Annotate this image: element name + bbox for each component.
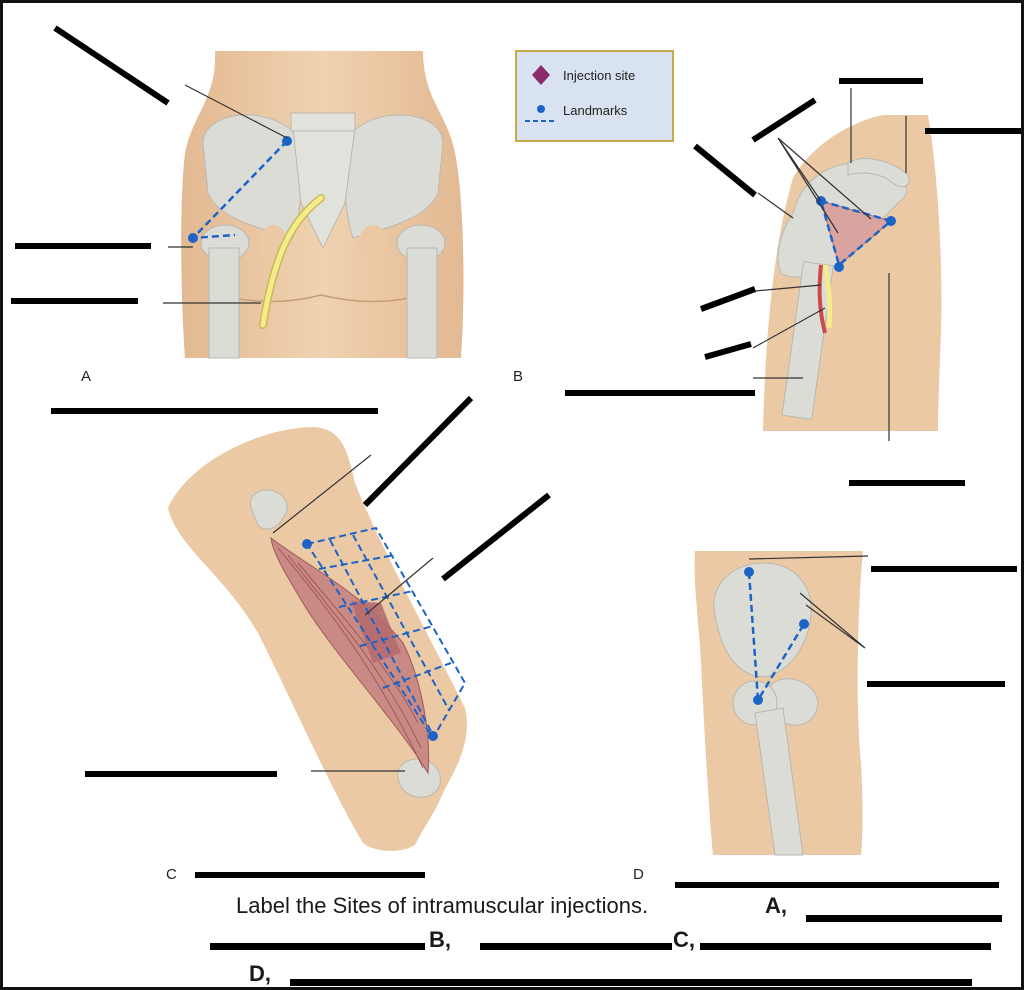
panel-b-leader-6 [752, 307, 826, 349]
panel-a-leader-1 [184, 84, 288, 139]
caption-label-c: C, [673, 927, 695, 952]
panel-b-blank-5 [699, 286, 757, 312]
iliac-crest [847, 158, 910, 188]
panel-a-letter: A [81, 368, 91, 385]
panel-c-femur-head [249, 489, 288, 530]
panel-c-leader-1 [272, 454, 372, 534]
answer-blank-c[interactable] [700, 943, 991, 950]
greater-trochanter-landmark [188, 233, 198, 243]
panel-b-letter: B [513, 368, 523, 385]
legend-box [515, 50, 674, 142]
panel-d-illustration: D [633, 551, 1017, 888]
panel-d-side-landmark [799, 619, 809, 629]
panel-b-illustration: B [513, 78, 1021, 486]
lumbar-vertebrae [290, 112, 356, 132]
panel-c-injection-site [351, 601, 401, 663]
panel-a-illustration: A [11, 25, 464, 414]
legend-landmarks: Landmarks [563, 103, 628, 118]
answer-blank-a-cont[interactable] [210, 943, 425, 950]
caption-label-a: A, [765, 893, 787, 918]
caption-label-d: D, [249, 961, 271, 986]
panel-b-blank-3 [751, 97, 817, 143]
panel-d-leader-2 [799, 592, 866, 649]
panel-b-blank-4 [693, 143, 757, 198]
panel-b-leader-4 [757, 192, 794, 219]
posterior-iliac-spine-landmark [282, 136, 292, 146]
answer-blank-d[interactable] [290, 979, 972, 986]
panel-d-top-landmark [744, 567, 754, 577]
ventrogluteal-landmark-lines [819, 199, 894, 268]
panel-c-blank-1 [362, 395, 474, 508]
panel-c-knee [397, 758, 441, 798]
dorsogluteal-d-lines [747, 571, 806, 705]
panel-b-vessel [817, 264, 827, 334]
panel-d-leader-1 [748, 555, 869, 560]
vastus-lateralis-grid [305, 526, 467, 740]
panel-d-femur [754, 707, 804, 856]
landmark-dot-icon [537, 105, 545, 113]
panel-c-letter: C [166, 866, 177, 883]
panel-d-letter: D [633, 866, 644, 883]
panel-c-illustration: C [85, 395, 551, 883]
trochanter-landmark-b [834, 262, 844, 272]
caption-text: Label the Sites of intramuscular injecti… [236, 893, 649, 918]
panel-a-blank-1 [53, 25, 170, 106]
upper-thigh-landmark [302, 539, 312, 549]
caption-label-b: B, [429, 927, 451, 952]
right-femur [406, 247, 438, 359]
gluteal-fold-line [217, 294, 424, 303]
panel-b-leader-5 [754, 284, 822, 292]
legend-injection-site: Injection site [563, 68, 635, 83]
panel-c-body [168, 427, 467, 851]
injection-site-diamond-icon [532, 65, 550, 85]
panel-b-leader-3 [777, 137, 872, 234]
panel-b-blank-6 [704, 341, 752, 360]
caption: Label the Sites of intramuscular injecti… [3, 883, 1021, 987]
diagram-canvas: A Injection site Landmarks [11, 25, 1021, 888]
legend: Injection site Landmarks [515, 50, 674, 142]
vastus-lateralis-muscle [270, 536, 430, 775]
panel-b-nerve [822, 264, 833, 329]
panel-c-blank-2 [441, 492, 551, 582]
answer-blank-b[interactable] [480, 943, 672, 950]
panel-c-leader-2 [364, 557, 434, 616]
answer-blank-a[interactable] [806, 915, 1002, 922]
panel-d-bottom-landmark [753, 695, 763, 705]
iliac-tubercle-landmark [886, 216, 896, 226]
lower-thigh-landmark [428, 731, 438, 741]
obturator-right [359, 225, 387, 261]
panel-d-ilium [713, 562, 812, 678]
